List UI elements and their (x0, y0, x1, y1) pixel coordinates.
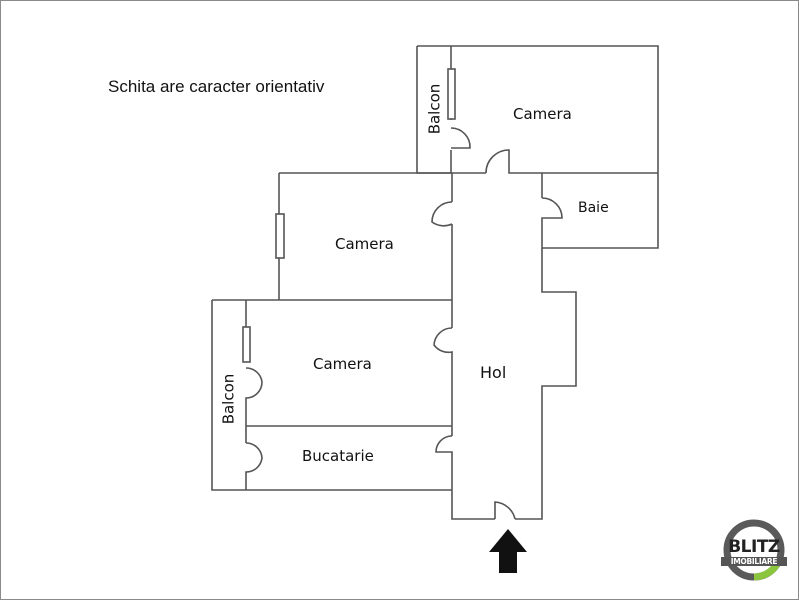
disclaimer-note: Schita are caracter orientativ (108, 77, 325, 96)
room-label-camera-lower: Camera (313, 355, 372, 373)
logo-text-imobiliare: IMOBILIARE (721, 557, 787, 566)
room-label-camera-middle: Camera (335, 235, 394, 253)
room-label-balcon-left: Balcon (219, 373, 238, 425)
window-icon (275, 213, 285, 259)
wall-top (417, 45, 659, 173)
arrow-up-icon (489, 529, 527, 573)
room-label-baie: Baie (578, 200, 609, 216)
room-label-hol: Hol (480, 363, 507, 382)
logo-text-blitz: BLITZ (728, 537, 780, 557)
window-icon (242, 326, 251, 363)
room-label-bucatarie: Bucatarie (302, 447, 374, 465)
window-icon (447, 68, 456, 120)
room-label-camera-top: Camera (513, 105, 572, 123)
room-label-balcon-top: Balcon (425, 83, 444, 135)
